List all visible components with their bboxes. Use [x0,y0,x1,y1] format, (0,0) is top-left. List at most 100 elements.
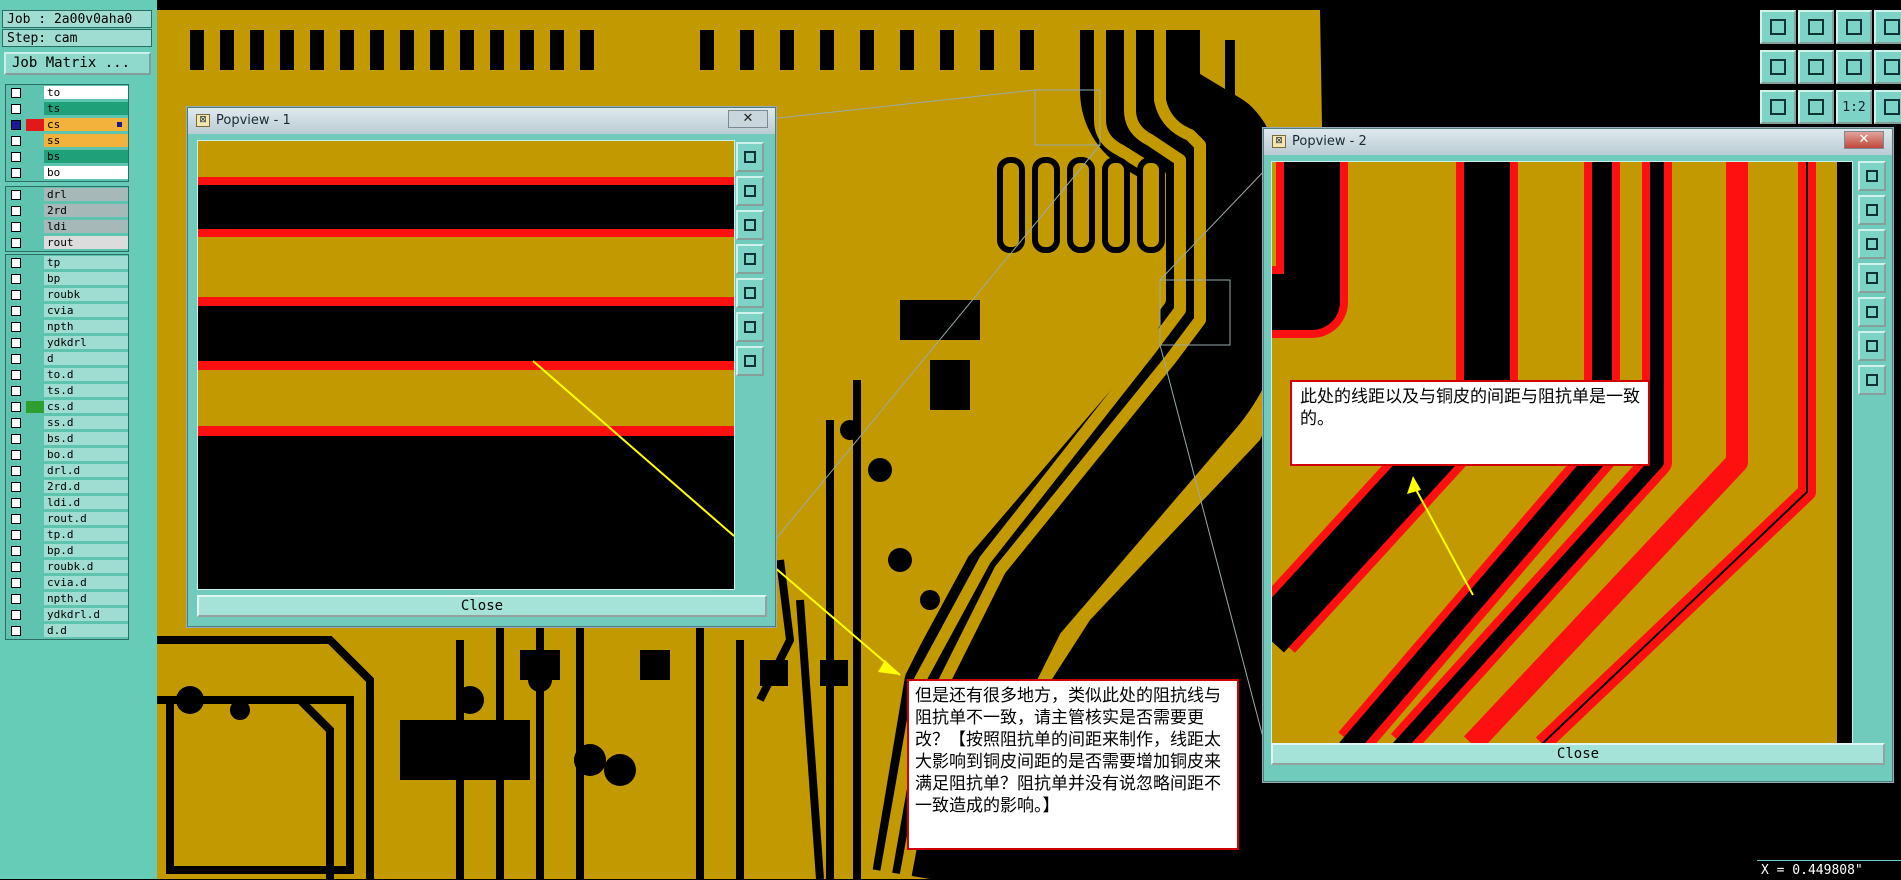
layer-row[interactable]: ldi [6,219,128,235]
layer-row[interactable]: to [6,85,128,101]
popview-1-close-x[interactable]: ✕ [728,110,768,128]
layer-row[interactable]: cs.d [6,399,128,415]
popview-2-left-button[interactable] [1858,263,1886,293]
layer-row[interactable]: roubk [6,287,128,303]
layer-row[interactable]: 2rd.d [6,479,128,495]
popview-1-up-button[interactable] [736,176,764,206]
popview-1-right-button[interactable] [736,278,764,308]
zoom-down-button[interactable] [1798,10,1834,44]
layer-checkbox[interactable] [11,354,21,364]
layer-checkbox[interactable] [11,578,21,588]
popview-1-fit-button[interactable] [736,142,764,172]
popview-1-down-button[interactable] [736,210,764,240]
layer-row[interactable]: ts [6,101,128,117]
layer-row[interactable]: ldi.d [6,495,128,511]
layer-checkbox[interactable] [11,136,21,146]
layer-row[interactable]: bs.d [6,431,128,447]
layer-row[interactable]: npth.d [6,591,128,607]
layer-checkbox[interactable] [11,386,21,396]
layer-checkbox[interactable] [11,104,21,114]
layer-checkbox[interactable] [11,338,21,348]
layer-row[interactable]: rout.d [6,511,128,527]
layer-row[interactable]: bo.d [6,447,128,463]
layer-checkbox[interactable] [11,190,21,200]
layer-row[interactable]: ss.d [6,415,128,431]
layer-checkbox[interactable] [11,402,21,412]
layer-checkbox[interactable] [11,546,21,556]
layer-checkbox[interactable] [11,418,21,428]
layer-checkbox[interactable] [11,88,21,98]
layer-row[interactable]: ts.d [6,383,128,399]
popview-2-zoom-in-button[interactable] [1858,331,1886,361]
layer-row[interactable]: bp.d [6,543,128,559]
layer-checkbox[interactable] [11,290,21,300]
zoom-in-button[interactable] [1760,90,1796,124]
zoom-fit-button[interactable] [1760,10,1796,44]
layer-row[interactable]: to.d [6,367,128,383]
layer-row[interactable]: 2rd [6,203,128,219]
layer-row[interactable]: drl [6,187,128,203]
popview-2-zoom-out-button[interactable] [1858,365,1886,395]
zoom-out-button[interactable] [1798,90,1834,124]
layer-checkbox[interactable] [11,120,21,130]
layer-row[interactable]: rout [6,235,128,251]
layer-row[interactable]: ydkdrl [6,335,128,351]
popview-1-left-button[interactable] [736,244,764,274]
layer-row[interactable]: bp [6,271,128,287]
layer-checkbox[interactable] [11,238,21,248]
layer-row[interactable]: roubk.d [6,559,128,575]
pan-right-button[interactable] [1798,50,1834,84]
layer-checkbox[interactable] [11,306,21,316]
extra-button[interactable] [1874,10,1901,44]
layer-checkbox[interactable] [11,322,21,332]
layer-row[interactable]: tp.d [6,527,128,543]
layer-checkbox[interactable] [11,152,21,162]
job-matrix-button[interactable]: Job Matrix ... [4,52,151,75]
layer-row[interactable]: ss [6,133,128,149]
popview-2-up-button[interactable] [1858,195,1886,225]
layer-row[interactable]: d [6,351,128,367]
layer-checkbox[interactable] [11,498,21,508]
ratio-button[interactable]: 1:2 [1836,90,1872,124]
popview-1-close-button[interactable]: Close [197,595,767,617]
layer-checkbox[interactable] [11,466,21,476]
more-button[interactable] [1874,90,1901,124]
layer-checkbox[interactable] [11,514,21,524]
popview-2-close-button[interactable]: Close [1271,743,1885,765]
layer-row[interactable]: ydkdrl.d [6,607,128,623]
layer-row[interactable]: cvia.d [6,575,128,591]
popview-2-right-button[interactable] [1858,297,1886,327]
layer-checkbox[interactable] [11,562,21,572]
layer-row[interactable]: cs [6,117,128,133]
layer-checkbox[interactable] [11,222,21,232]
layer-row[interactable]: tp [6,255,128,271]
popview-1-titlebar[interactable]: ⊠ Popview - 1 [188,108,775,134]
popview-2-fit-button[interactable] [1858,161,1886,191]
popview-2-down-button[interactable] [1858,229,1886,259]
layer-checkbox[interactable] [11,482,21,492]
layer-checkbox[interactable] [11,530,21,540]
popview-1-zoom-in-button[interactable] [736,312,764,342]
layer-row[interactable]: drl.d [6,463,128,479]
layer-row[interactable]: d.d [6,623,128,639]
layer-row[interactable]: bo [6,165,128,181]
popview-1-zoom-out-button[interactable] [736,346,764,376]
layer-checkbox[interactable] [11,610,21,620]
popview-1-canvas[interactable] [197,140,735,590]
layer-checkbox[interactable] [11,450,21,460]
layer-checkbox[interactable] [11,370,21,380]
popview-2-close-x[interactable]: ✕ [1844,131,1884,149]
popview-2-titlebar[interactable]: ⊠ Popview - 2 [1264,129,1892,155]
layer-checkbox[interactable] [11,434,21,444]
layer-row[interactable]: cvia [6,303,128,319]
home-button[interactable] [1836,10,1872,44]
swap-button[interactable] [1836,50,1872,84]
layer-checkbox[interactable] [11,626,21,636]
layer-checkbox[interactable] [11,168,21,178]
window-button[interactable] [1874,50,1901,84]
pan-left-button[interactable] [1760,50,1796,84]
layer-checkbox[interactable] [11,206,21,216]
layer-row[interactable]: bs [6,149,128,165]
layer-checkbox[interactable] [11,274,21,284]
layer-checkbox[interactable] [11,258,21,268]
